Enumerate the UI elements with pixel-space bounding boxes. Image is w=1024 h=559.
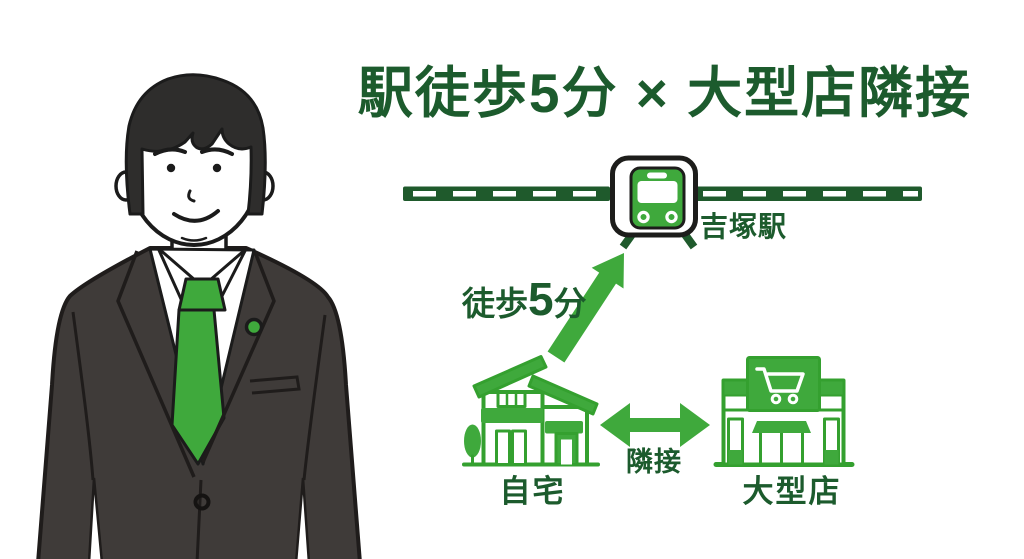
right-eyebrow <box>200 147 234 156</box>
sleeve-seam-left <box>71 311 95 481</box>
lapel-pin-icon <box>244 317 264 337</box>
house-icon <box>462 355 600 467</box>
lapel-left <box>116 250 196 478</box>
sleeve-gap-left <box>87 477 103 559</box>
shopping-cart-icon <box>755 367 805 405</box>
store-window-left-fill <box>728 450 743 465</box>
house-window-mullions <box>505 391 518 408</box>
walk-time-prefix: 徒歩 <box>462 285 528 322</box>
house-balcony <box>481 408 543 423</box>
store-awning <box>752 421 811 433</box>
store-door-frames <box>759 433 804 463</box>
businessman-illustration <box>36 73 362 559</box>
train-destination-sign <box>647 172 667 179</box>
train-station-icon <box>610 155 698 250</box>
sleeve-gap-right <box>295 477 310 559</box>
train-light-left <box>637 210 650 224</box>
house-door-inner <box>561 439 572 465</box>
left-eyebrow <box>153 147 187 156</box>
tie-knot <box>177 277 227 312</box>
pocket-square-lines <box>249 375 301 395</box>
sleeve-seam-right <box>302 314 327 481</box>
railway-track <box>403 186 922 201</box>
jacket-button <box>193 493 211 511</box>
house-upper-window <box>496 391 527 408</box>
lapel-right <box>201 251 276 463</box>
walk-time-unit: 分 <box>553 285 587 322</box>
adjacency-label: 隣接 <box>626 447 682 477</box>
double-headed-arrow-icon <box>600 403 710 447</box>
store-window-right-fill <box>824 450 839 465</box>
hair <box>124 73 267 216</box>
page-title: 駅徒歩5分 × 大型店隣接 <box>357 62 973 124</box>
house-lower-pane-1 <box>495 429 511 466</box>
walk-time-minutes: 5 <box>528 273 554 325</box>
house-roof-right <box>527 374 599 416</box>
chin-line <box>180 236 208 242</box>
walk-time-label: 徒歩5分 <box>462 276 587 322</box>
home-label: 自宅 <box>499 474 566 509</box>
store-wing-strip-left <box>722 379 749 397</box>
house-roof-left <box>472 355 548 399</box>
train-window <box>637 181 678 203</box>
mouth <box>172 209 220 223</box>
tree-icon <box>464 424 481 458</box>
right-eye <box>212 163 222 173</box>
nose <box>187 189 196 203</box>
up-right-arrow-icon <box>547 253 624 363</box>
train-light-right <box>665 210 678 224</box>
station-label: 吉塚駅 <box>700 211 788 242</box>
house-lower-pane-2 <box>511 429 527 466</box>
store-label: 大型店 <box>742 474 842 509</box>
store-front-icon <box>713 356 855 467</box>
store-sign <box>746 356 821 412</box>
store-wing-strip-right <box>818 379 845 397</box>
house-porch-canopy <box>545 421 583 434</box>
left-eye <box>166 163 176 173</box>
